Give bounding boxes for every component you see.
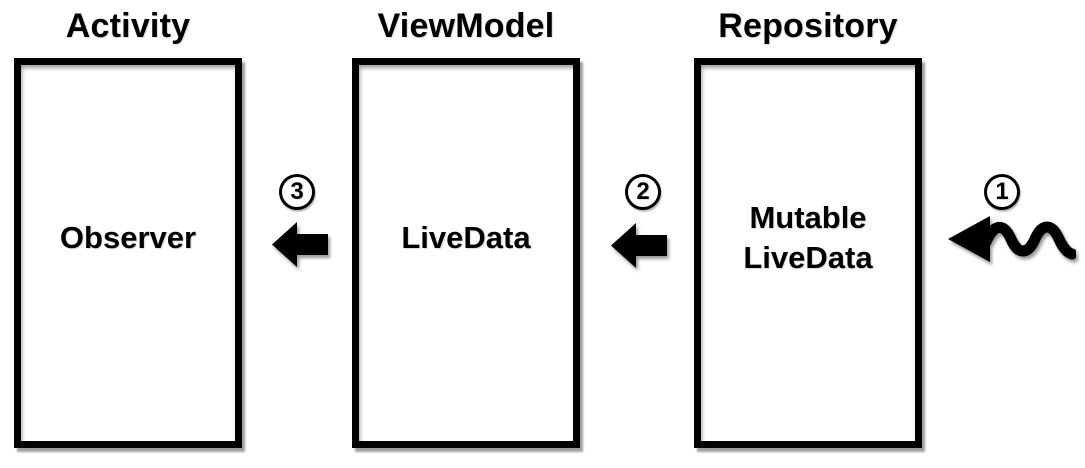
viewmodel-box bbox=[352, 58, 580, 448]
block-arrow-left-icon bbox=[611, 223, 667, 268]
repository-box bbox=[694, 58, 922, 448]
step-3-number: 3 bbox=[290, 178, 304, 205]
step-2-badge: 2 bbox=[625, 174, 661, 210]
step-1-number: 1 bbox=[995, 178, 1009, 205]
activity-box bbox=[14, 58, 242, 448]
step-2-number: 2 bbox=[636, 178, 650, 205]
step-3-badge: 3 bbox=[279, 174, 315, 210]
squiggly-arrow-left-icon bbox=[948, 216, 1076, 262]
livedata-label: LiveData bbox=[401, 220, 531, 255]
mutable-livedata-label: Mutable LiveData bbox=[743, 200, 873, 275]
step-1-badge: 1 bbox=[984, 174, 1020, 210]
activity-title: Activity bbox=[65, 7, 191, 45]
block-arrow-left-icon bbox=[272, 222, 328, 267]
viewmodel-title: ViewModel bbox=[377, 7, 555, 45]
observer-label: Observer bbox=[59, 220, 197, 255]
repository-title: Repository bbox=[718, 7, 898, 45]
